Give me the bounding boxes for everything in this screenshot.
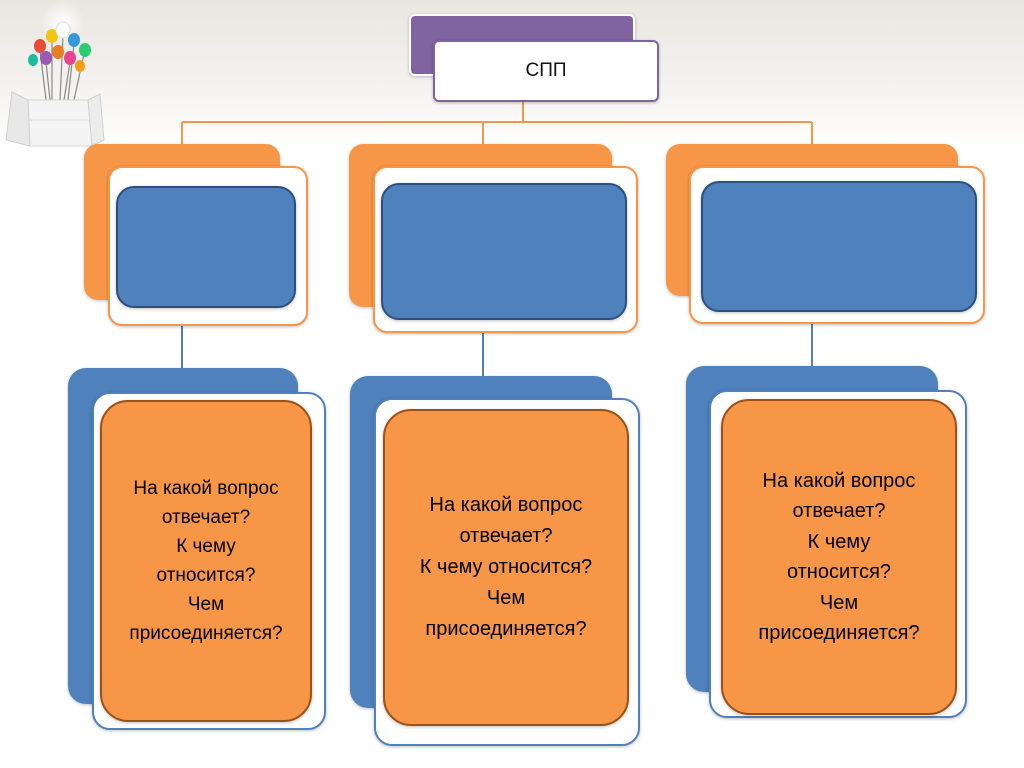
column3-top-box	[701, 181, 977, 312]
column2-line: Чем	[486, 587, 526, 609]
column2-top-box	[381, 183, 627, 320]
column1-line: Чем	[187, 594, 225, 615]
column3-bottom-box: На какой вопрос отвечает? К чему относит…	[721, 399, 957, 715]
column3-questions: На какой вопрос отвечает? К чему относит…	[758, 466, 919, 649]
column2-bottom-box: На какой вопрос отвечает? К чему относит…	[383, 409, 629, 726]
column3-line: На какой вопрос	[762, 469, 916, 492]
column3-line: Чем	[819, 591, 859, 614]
column1-line: На какой вопрос	[133, 478, 279, 499]
root-node-label: СПП	[525, 60, 567, 81]
column2-line: На какой вопрос	[429, 494, 583, 516]
column2-line: отвечает?	[459, 525, 553, 547]
column1-line: присоединяется?	[129, 623, 283, 644]
lightbulbs-in-box-icon	[5, 0, 105, 147]
column2-line: присоединяется?	[425, 618, 587, 640]
column3-line: отвечает?	[792, 500, 886, 522]
root-node: СПП	[433, 40, 659, 102]
column3-line: относится?	[786, 561, 892, 583]
column1-line: относится?	[156, 565, 256, 586]
column3-line: К чему	[807, 530, 871, 553]
column1-top-box	[116, 186, 296, 308]
column3-line: присоединяется?	[758, 622, 920, 644]
column1-line: К чему	[176, 536, 236, 557]
column1-questions: На какой вопрос отвечает? К чему относит…	[129, 474, 282, 648]
column1-bottom-box: На какой вопрос отвечает? К чему относит…	[100, 400, 312, 722]
column2-line: К чему относится?	[419, 556, 593, 578]
column1-line: отвечает?	[161, 507, 251, 528]
column2-questions: На какой вопрос отвечает? К чему относит…	[420, 490, 592, 645]
